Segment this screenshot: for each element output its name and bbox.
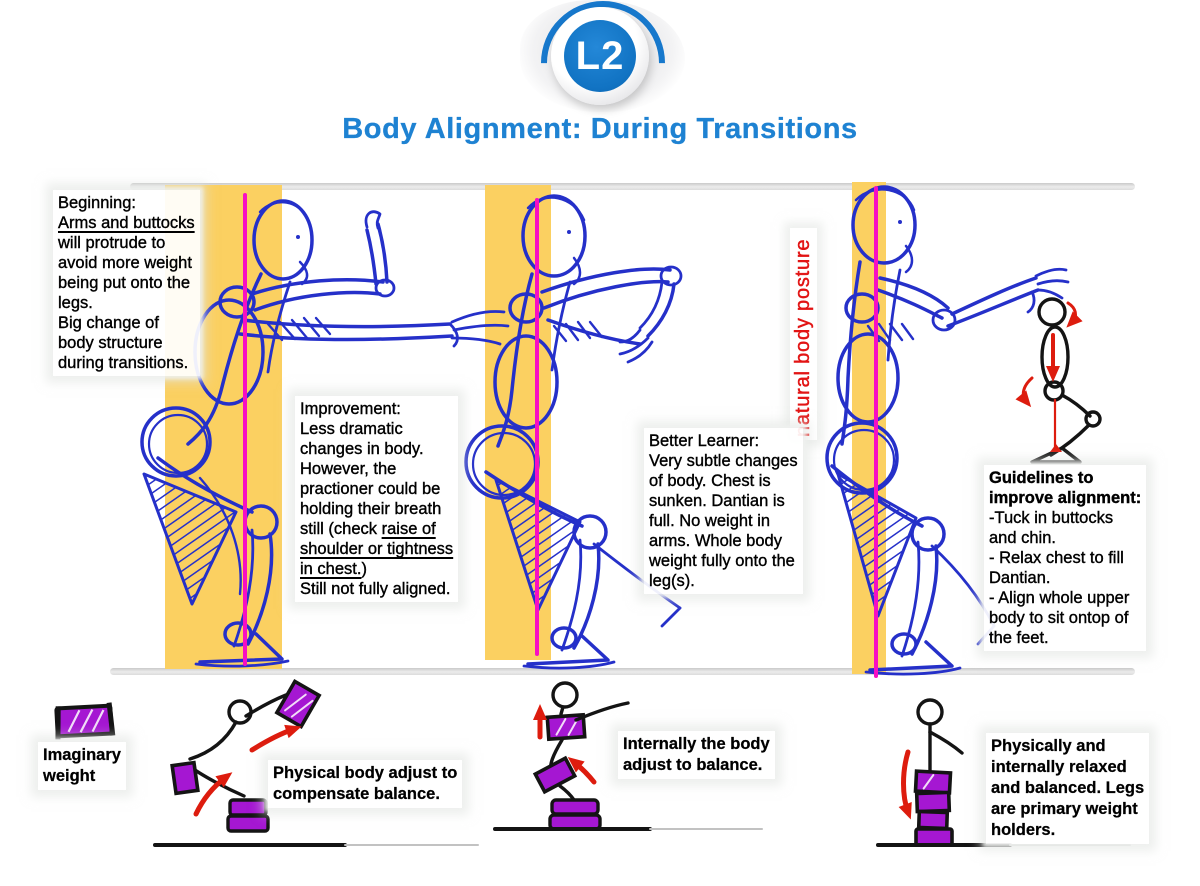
text-line: - Relax chest to fill <box>989 549 1124 567</box>
text-line: full. No weight in <box>649 512 771 530</box>
text-line: internally relaxed <box>991 758 1127 776</box>
text-line: arms. Whole body <box>649 532 782 550</box>
text-line: the feet. <box>989 629 1049 647</box>
imaginary-weight-legend-block <box>54 702 116 740</box>
text-line: Imaginary <box>43 746 121 764</box>
guideline-stick-figure <box>1015 297 1102 464</box>
text-line: - Align whole upper <box>989 589 1130 607</box>
text-line: in chest.) <box>300 560 367 578</box>
text-line: and chin. <box>989 529 1056 547</box>
text-line: Big change of <box>58 314 159 332</box>
badge-label: L2 <box>575 33 625 78</box>
text-line: being put onto the <box>58 274 191 292</box>
text-line: and balanced. Legs <box>991 779 1145 797</box>
page-title: Body Alignment: During Transitions <box>342 113 858 145</box>
caption-physical: Physical body adjust to compensate balanc… <box>268 760 463 808</box>
text-line: practioner could be <box>300 480 441 498</box>
badge-ring: L2 <box>551 7 649 105</box>
mini-figure-internal <box>493 681 763 831</box>
text-line: leg(s). <box>649 572 695 590</box>
panel-guidelines: Guidelines to improve alignment: -Tuck in … <box>984 465 1147 651</box>
natural-body-posture-label: natural body posture <box>790 228 817 440</box>
text-line: Physically and <box>991 737 1106 755</box>
text-line: Dantian. <box>989 569 1051 587</box>
text-line: weight fully onto the <box>649 552 795 570</box>
panel-improvement: Improvement: Less dramatic changes in body… <box>295 396 459 602</box>
badge-circle: L2 <box>564 20 636 92</box>
text-line: holding their breath <box>300 500 442 518</box>
text-line: body structure <box>58 334 163 352</box>
text-line: Improvement: <box>300 400 401 418</box>
text-line: Physical body adjust to <box>273 764 458 782</box>
text-line: of body. Chest is <box>649 472 771 490</box>
text-line: will protrude to <box>58 234 166 252</box>
text-line: Internally the body <box>623 735 770 753</box>
caption-internal: Internally the body adjust to balance. <box>618 731 775 779</box>
text-line: However, the <box>300 460 397 478</box>
text-line: avoid more weight <box>58 254 192 272</box>
text-line: sunken. Dantian is <box>649 492 785 510</box>
text-line: Very subtle changes <box>649 452 798 470</box>
text-line: holders. <box>991 821 1056 839</box>
text-line: Still not fully aligned. <box>300 580 451 598</box>
text-line: compensate balance. <box>273 785 440 803</box>
plumb-line-3 <box>874 186 878 678</box>
text-line: improve alignment: <box>989 489 1142 507</box>
text-line: Beginning: <box>58 194 136 212</box>
panel-better-learner: Better Learner: Very subtle changes of bod… <box>644 428 803 594</box>
text-line: legs. <box>58 294 93 312</box>
text-line: Guidelines to <box>989 469 1094 487</box>
text-line: body to sit ontop of <box>989 609 1129 627</box>
text-line: adjust to balance. <box>623 756 763 774</box>
mini-figure-physical <box>153 678 479 847</box>
plumb-line-2 <box>535 198 539 656</box>
text-line: are primary weight <box>991 800 1138 818</box>
text-line: shoulder or tightness <box>300 540 454 558</box>
text-line: Arms and buttocks <box>58 214 195 232</box>
text-line: -Tuck in buttocks <box>989 509 1114 527</box>
plumb-line-1 <box>243 193 247 666</box>
top-rail <box>130 183 1135 190</box>
mini-figure-balanced <box>876 698 1131 847</box>
text-line: weight <box>43 767 96 785</box>
bottom-rail <box>110 668 1135 675</box>
caption-balanced: Physically and internally relaxed and bala… <box>986 733 1150 844</box>
text-line: still (check raise of <box>300 520 436 538</box>
text-line: Less dramatic <box>300 420 403 438</box>
text-line: Better Learner: <box>649 432 760 450</box>
text-line: during transitions. <box>58 354 189 372</box>
legend-imaginary-weight-label: Imaginary weight <box>38 742 126 790</box>
text-line: changes in body. <box>300 440 424 458</box>
panel-beginning: Beginning: Arms and buttocks will protrude… <box>53 190 200 376</box>
figure-beginning <box>140 199 510 668</box>
